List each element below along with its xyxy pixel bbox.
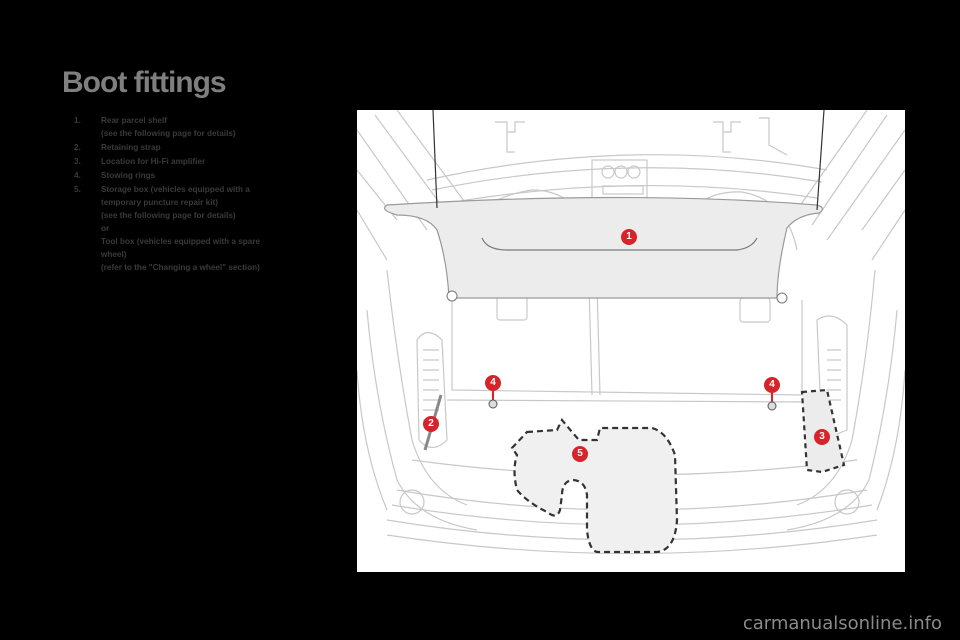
legend-item-3: 3. Location for Hi-Fi amplifier	[74, 155, 344, 168]
legend-number: 5.	[74, 185, 81, 194]
legend-note: (refer to the "Changing a wheel" section…	[101, 263, 260, 272]
legend-text: Storage box (vehicles equipped with a	[101, 185, 250, 194]
legend-or: or	[101, 224, 110, 233]
legend-note: (see the following page for details)	[101, 129, 236, 138]
legend-text: Rear parcel shelf	[101, 116, 167, 125]
legend-number: 3.	[74, 157, 81, 166]
legend-item-1: 1. Rear parcel shelf (see the following …	[74, 114, 344, 140]
legend-text: Location for Hi-Fi amplifier	[101, 157, 206, 166]
legend-text: Tool box (vehicles equipped with a spare	[101, 237, 261, 246]
legend-note: (see the following page for details)	[101, 211, 236, 220]
legend-item-5: 5. Storage box (vehicles equipped with a…	[74, 183, 344, 274]
car-boot-drawing	[357, 110, 905, 555]
callout-2: 2	[423, 416, 439, 432]
legend-number: 1.	[74, 116, 81, 125]
watermark: carmanualsonline.info	[742, 613, 942, 634]
callout-4-left: 4	[485, 375, 501, 391]
callout-1: 1	[621, 229, 637, 245]
callout-5: 5	[572, 446, 588, 462]
legend-item-2: 2. Retaining strap	[74, 141, 344, 154]
legend-number: 2.	[74, 143, 81, 152]
callout-4-right: 4	[764, 377, 780, 393]
legend-text: temporary puncture repair kit)	[101, 198, 218, 207]
callout-3: 3	[814, 429, 830, 445]
legend-text: Retaining strap	[101, 143, 161, 152]
boot-illustration: 1 2 3 4 4 5	[357, 110, 905, 572]
legend-number: 4.	[74, 171, 81, 180]
legend-item-4: 4. Stowing rings	[74, 169, 344, 182]
legend-text: wheel)	[101, 250, 127, 259]
page-title: Boot fittings	[62, 66, 227, 99]
legend-list: 1. Rear parcel shelf (see the following …	[74, 114, 344, 275]
legend-text: Stowing rings	[101, 171, 156, 180]
